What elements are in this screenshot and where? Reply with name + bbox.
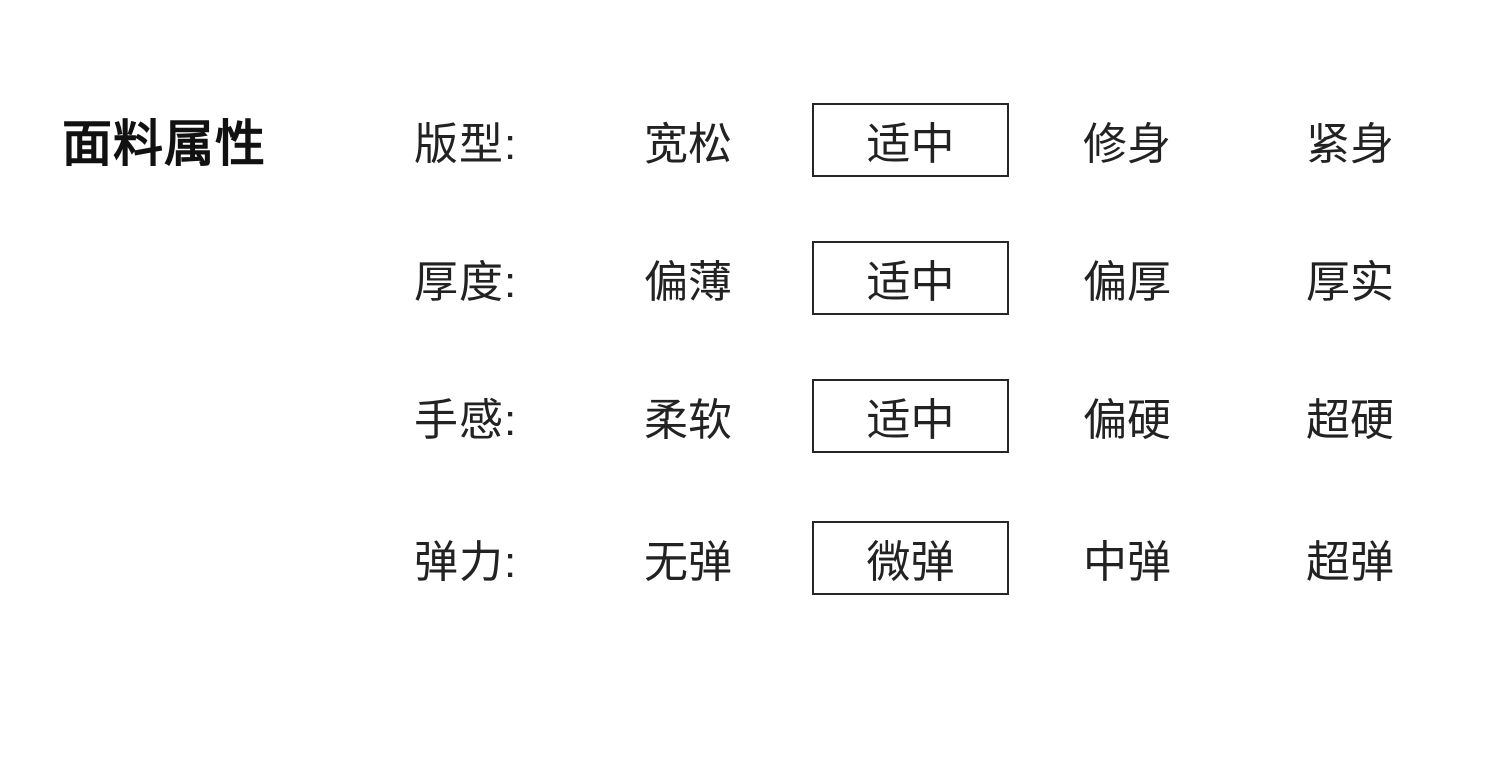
attribute-option-selected[interactable]: 适中 (812, 241, 1009, 315)
attribute-option[interactable]: 柔软 (644, 396, 732, 445)
attribute-option[interactable]: 紧身 (1306, 120, 1394, 169)
attribute-row-fit: 版型: 宽松 适中 修身 紧身 (0, 103, 1500, 177)
attribute-label-fit: 版型: (414, 120, 518, 169)
attribute-row-feel: 手感: 柔软 适中 偏硬 超硬 (0, 379, 1500, 453)
section-title: 面料属性 (62, 116, 266, 172)
attribute-option-selected[interactable]: 适中 (812, 379, 1009, 453)
attribute-option[interactable]: 超弹 (1306, 538, 1394, 587)
attribute-option-selected[interactable]: 适中 (812, 103, 1009, 177)
attribute-option[interactable]: 修身 (1083, 120, 1171, 169)
attribute-option[interactable]: 无弹 (644, 538, 732, 587)
attribute-option[interactable]: 超硬 (1306, 396, 1394, 445)
attribute-row-elasticity: 弹力: 无弹 微弹 中弹 超弹 (0, 521, 1500, 595)
attribute-option[interactable]: 宽松 (644, 120, 732, 169)
attribute-option[interactable]: 中弹 (1083, 538, 1171, 587)
attribute-label-thickness: 厚度: (414, 258, 518, 307)
attribute-option[interactable]: 厚实 (1306, 258, 1394, 307)
attribute-option[interactable]: 偏硬 (1083, 396, 1171, 445)
attribute-label-elasticity: 弹力: (414, 538, 518, 587)
attribute-label-feel: 手感: (414, 396, 518, 445)
attribute-option[interactable]: 偏厚 (1083, 258, 1171, 307)
attribute-option[interactable]: 偏薄 (644, 258, 732, 307)
attribute-option-selected[interactable]: 微弹 (812, 521, 1009, 595)
attribute-row-thickness: 厚度: 偏薄 适中 偏厚 厚实 (0, 241, 1500, 315)
